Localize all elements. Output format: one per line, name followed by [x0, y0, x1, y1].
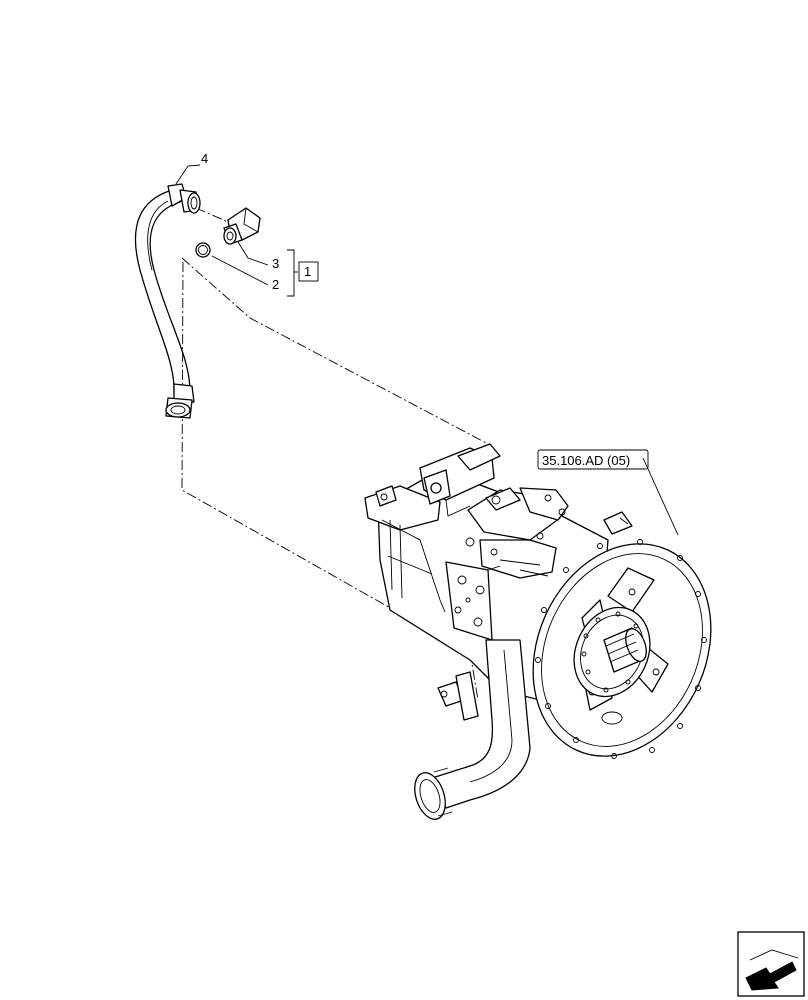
callout-group-1: 1 [304, 264, 311, 279]
leader-lines [175, 164, 679, 536]
lower-hose-fitting [165, 383, 195, 419]
hose-assembly[interactable] [134, 183, 201, 419]
o-ring[interactable] [195, 242, 211, 258]
callout-item-4: 4 [201, 151, 208, 166]
callout-item-2: 2 [272, 277, 279, 292]
next-page-arrow-icon[interactable] [737, 931, 805, 997]
upper-hose-fitting [167, 183, 201, 214]
callout-item-3: 3 [272, 256, 279, 271]
adapter-fitting[interactable] [223, 207, 261, 245]
reference-label[interactable]: 35.106.AD (05) [542, 453, 630, 468]
reference-link-box[interactable]: 35.106.AD (05) [537, 449, 649, 470]
group-callout-box: 1 [298, 261, 319, 282]
coupling-flange [532, 539, 712, 759]
